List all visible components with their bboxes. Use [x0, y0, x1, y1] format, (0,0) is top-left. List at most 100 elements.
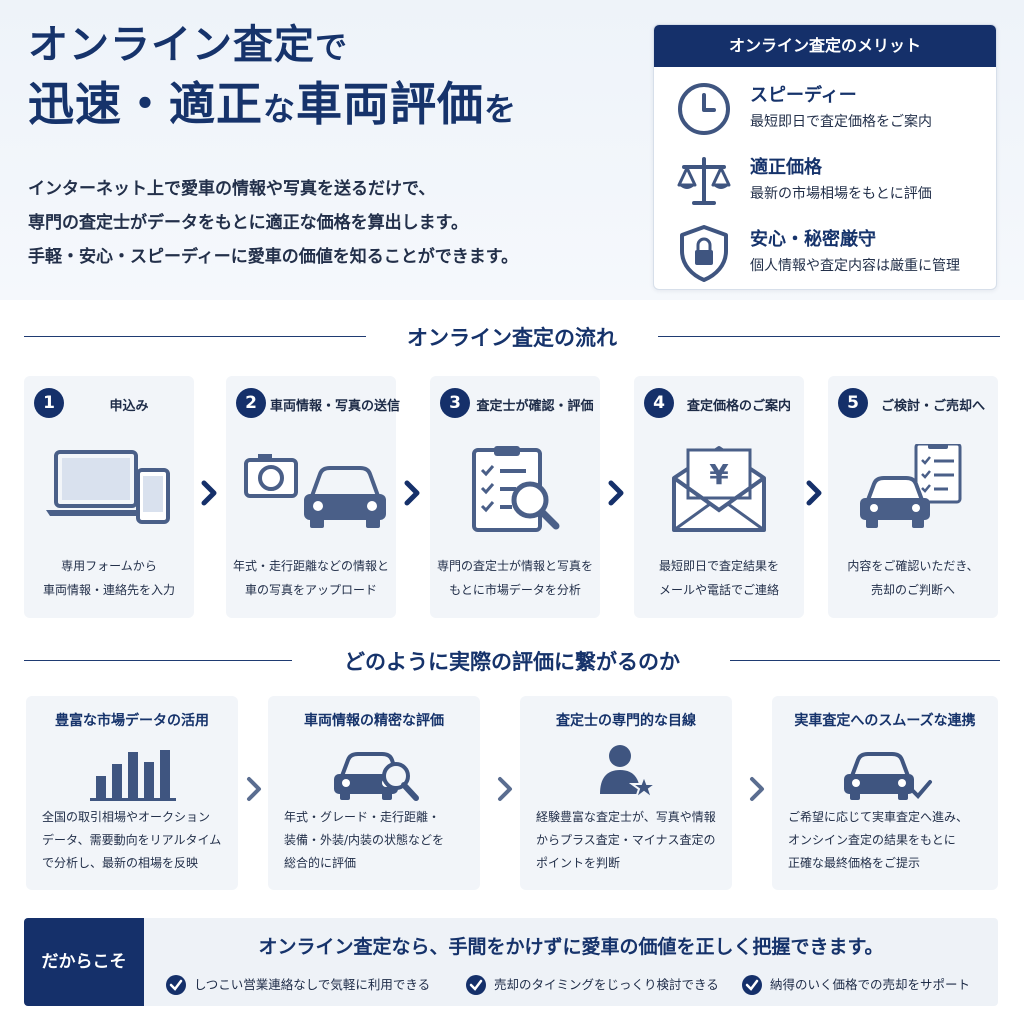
- chevron-right-icon: [201, 480, 217, 506]
- card-desc-line: からプラス査定・マイナス査定の: [536, 833, 716, 847]
- merit-desc: 最短即日で査定価格をご案内: [750, 114, 932, 130]
- merit-item-price: 適正価格 最新の市場相場をもとに評価: [654, 145, 996, 215]
- hero-title-particle-1: な: [263, 90, 297, 128]
- step-number: 4: [644, 388, 674, 418]
- card-desc-line: 正確な最終価格をご提示: [788, 856, 921, 870]
- step-desc-line: 専門の査定士が情報と写真を: [436, 559, 593, 573]
- summary-message: オンライン査定なら、手間をかけずに愛車の価値を正しく把握できます。: [258, 936, 884, 958]
- step-desc-line: メールや電話でご連絡: [658, 583, 779, 597]
- hero-desc-line: インターネット上で愛車の情報や写真を送るだけで、: [28, 179, 436, 199]
- hero-title-highlight-2: 車両評価: [296, 77, 485, 131]
- flow-step-2: 2 車両情報・写真の送信 年式・走行距離などの情報と 車の写真をアップロード: [226, 376, 401, 618]
- merit-header: オンライン査定のメリット: [654, 25, 996, 67]
- card-desc-line: 総合的に評価: [284, 856, 357, 870]
- hero-description: インターネット上で愛車の情報や写真を送るだけで、 専門の査定士がデータをもとに適…: [28, 172, 518, 274]
- scale-icon: [677, 157, 731, 205]
- merit-item-speedy: スピーディー 最短即日で査定価格をご案内: [654, 73, 996, 143]
- step-desc-line: 車両情報・連絡先を入力: [42, 583, 175, 597]
- yen-envelope-icon: ¥: [672, 446, 766, 532]
- check-text: しつこい営業連絡なしで気軽に利用できる: [194, 977, 431, 992]
- step-number: 2: [236, 388, 266, 418]
- step-title: 車両情報・写真の送信: [270, 399, 401, 414]
- step-desc-line: もとに市場データを分析: [449, 583, 581, 597]
- svg-text:¥: ¥: [709, 458, 729, 491]
- card-desc-line: 経験豊富な査定士が、写真や情報: [536, 810, 716, 824]
- divider: [24, 660, 292, 661]
- clock-icon: [678, 83, 730, 135]
- step-desc-line: 内容をご確認いただき、: [847, 559, 979, 573]
- hero-desc-line: 手軽・安心・スピーディーに愛車の価値を知ることができます。: [28, 247, 519, 267]
- card-desc-line: 全国の取引相場やオークション: [42, 810, 211, 824]
- step-number: 5: [838, 388, 868, 418]
- card-desc-line: データ、需要動向をリアルタイム: [42, 833, 222, 847]
- flow-step-4: 4 査定価格のご案内 ¥ 最短即日で査定結果を メールや電話でご連絡: [634, 376, 804, 618]
- card-desc-line: ご希望に応じて実車査定へ進み、: [788, 810, 969, 824]
- step-desc-line: 年式・走行距離などの情報と: [232, 559, 389, 573]
- merit-item-security: 安心・秘密厳守 個人情報や査定内容は厳重に管理: [654, 217, 996, 287]
- checklist-magnifier-icon: [472, 446, 560, 532]
- hero-title: オンライン査定で 迅速・適正な車両評価を: [28, 22, 517, 131]
- flow-heading-text: オンライン査定の流れ: [407, 326, 617, 350]
- card-desc-line: で分析し、最新の相場を反映: [42, 856, 199, 870]
- how-heading: どのように実際の評価に繋がるのか: [24, 646, 1000, 676]
- flow-step-1: 1 申込み 専用フォームから 車両情報・連絡先を入力: [24, 376, 194, 618]
- hero-title-line1: オンライン査定: [28, 22, 315, 68]
- car-checklist-icon: [860, 444, 962, 528]
- check-text: 納得のいく価格での売却をサポート: [770, 977, 971, 992]
- step-title: ご検討・ご売却へ: [880, 399, 985, 414]
- step-number: 3: [440, 388, 470, 418]
- hero-desc-line: 専門の査定士がデータをもとに適正な価格を算出します。: [28, 213, 468, 233]
- how-card-appraiser: 査定士の専門的な目線 経験豊富な査定士が、写真や情報 からプラス査定・マイナス査…: [520, 696, 732, 890]
- camera-car-icon: [244, 454, 386, 528]
- check-text: 売却のタイミングをじっくり検討できる: [494, 977, 719, 992]
- how-card-vehicle-evaluation: 車両情報の精密な評価 年式・グレード・走行距離・ 装備・外装/内装の状態などを …: [268, 696, 480, 890]
- merit-title: 安心・秘密厳守: [750, 229, 876, 250]
- step-desc-line: 専用フォームから: [61, 559, 157, 573]
- check-circle-icon: [466, 974, 486, 995]
- card-desc-line: オンシイン査定の結果をもとに: [788, 833, 956, 847]
- hero-title-line1-suffix: で: [315, 28, 349, 66]
- card-title: 豊富な市場データの活用: [55, 713, 209, 729]
- hero-title-particle-2: を: [484, 90, 518, 128]
- card-desc-line: 年式・グレード・走行距離・: [284, 810, 441, 824]
- merit-panel: オンライン査定のメリット スピーディー 最短即日で査定価格をご案内 適正価格 最…: [653, 24, 997, 290]
- flow-step-5: 5 ご検討・ご売却へ 内容をご確認いただき、 売却のご判断へ: [828, 376, 998, 618]
- summary-label: だからこそ: [24, 918, 144, 1006]
- step-description: 専用フォームから 車両情報・連絡先を入力: [24, 554, 194, 602]
- card-description: 年式・グレード・走行距離・ 装備・外装/内装の状態などを 総合的に評価: [284, 806, 474, 875]
- chevron-right-icon: [247, 777, 261, 801]
- bar-chart-icon: [90, 750, 176, 801]
- step-description: 内容をご確認いただき、 売却のご判断へ: [828, 554, 998, 602]
- summary-check-item: 納得のいく価格での売却をサポート: [742, 974, 970, 996]
- divider: [730, 660, 1000, 661]
- chevron-right-icon: [608, 480, 624, 506]
- step-number: 1: [34, 388, 64, 418]
- car-check-icon: [844, 752, 932, 800]
- laptop-phone-icon: [46, 450, 170, 524]
- card-description: 全国の取引相場やオークション データ、需要動向をリアルタイム で分析し、最新の相…: [42, 806, 232, 875]
- card-title: 査定士の専門的な目線: [556, 713, 696, 729]
- step-desc-line: 最短即日で査定結果を: [658, 559, 779, 573]
- chevron-right-icon: [404, 480, 420, 506]
- chevron-right-icon: [498, 777, 512, 801]
- step-description: 年式・走行距離などの情報と 車の写真をアップロード: [226, 554, 396, 602]
- merit-title: 適正価格: [750, 157, 822, 178]
- shield-lock-icon: [680, 225, 728, 282]
- summary-check-item: しつこい営業連絡なしで気軽に利用できる: [166, 974, 430, 996]
- step-desc-line: 売却のご判断へ: [870, 583, 955, 597]
- check-circle-icon: [742, 974, 762, 995]
- chevron-right-icon: [806, 480, 822, 506]
- appraiser-star-icon: [600, 745, 660, 801]
- hero-title-highlight-1: 迅速・適正: [28, 77, 263, 131]
- card-desc-line: 装備・外装/内装の状態などを: [284, 833, 445, 847]
- card-desc-line: ポイントを判断: [536, 856, 621, 870]
- card-description: 経験豊富な査定士が、写真や情報 からプラス査定・マイナス査定の ポイントを判断: [536, 806, 726, 875]
- flow-step-3: 3 査定士が確認・評価 専門の査定士が情報と写真を もとに市場データを分析: [430, 376, 600, 618]
- chevron-right-icon: [750, 777, 764, 801]
- car-magnifier-icon: [334, 752, 419, 801]
- summary-check-item: 売却のタイミングをじっくり検討できる: [466, 974, 719, 996]
- merit-title: スピーディー: [750, 85, 857, 106]
- card-description: ご希望に応じて実車査定へ進み、 オンシイン査定の結果をもとに 正確な最終価格をご…: [788, 806, 992, 875]
- check-circle-icon: [166, 974, 186, 995]
- flow-heading: オンライン査定の流れ: [24, 322, 1000, 352]
